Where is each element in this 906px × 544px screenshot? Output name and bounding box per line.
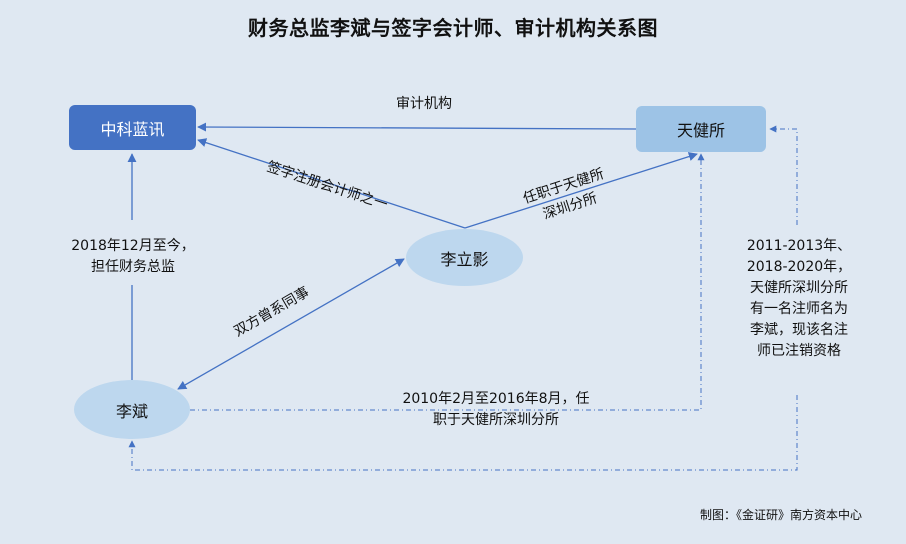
credit-text: 制图：《金证研》南方资本中心 [699,508,862,522]
edge-employed [464,152,698,229]
node-li-liying: 李立影 [406,229,523,286]
label-libin-tenure: 2010年2月至2016年8月，任 职于天健所深圳分所 [402,391,590,428]
edge-colleague [177,258,405,390]
node-tianjian: 天健所 [636,106,766,152]
edge-registered-cpa-bottom [128,395,798,471]
edge-signing-cpa [197,138,466,229]
node-tianjian-label: 天健所 [676,121,725,140]
node-zhongke-lanxun: 中科蓝讯 [69,105,196,150]
node-li-bin: 李斌 [74,380,190,439]
node-li-liying-label: 李立影 [440,249,489,269]
edge-libin-tenure [190,153,705,411]
node-li-bin-label: 李斌 [115,401,148,421]
label-cfo: 2018年12月至今， 担任财务总监 [48,236,218,278]
edge-audit [197,122,637,132]
label-registered-cpa: 2011-2013年、 2018-2020年， 天健所深圳分所 有一名注师名为 … [746,238,852,359]
edge-registered-cpa-top [769,125,798,225]
node-zhongke-label: 中科蓝讯 [100,119,165,139]
label-audit: 审计机构 [396,96,452,112]
diagram-title: 财务总监李斌与签字会计师、审计机构关系图 [248,16,658,40]
